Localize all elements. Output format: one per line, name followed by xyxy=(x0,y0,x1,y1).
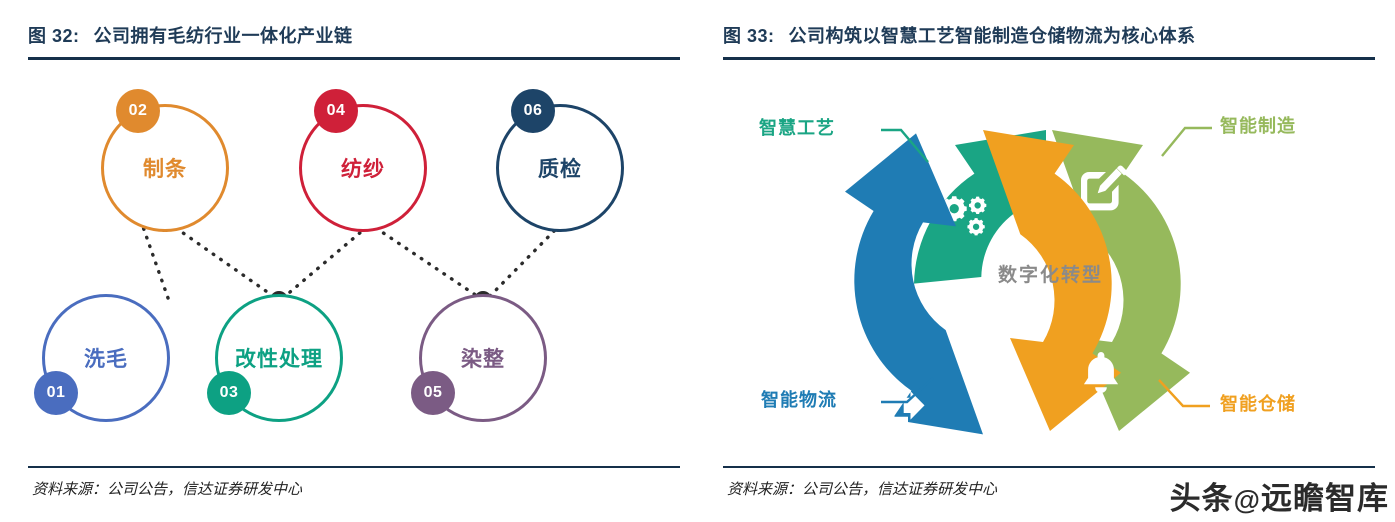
right-figure-title: 图 33: 公司构筑以智慧工艺智能制造仓储物流为核心体系 xyxy=(723,0,1375,48)
chain-ring-06-label: 质检 xyxy=(538,158,582,181)
cycle-segment-smart-warehousing[interactable] xyxy=(983,130,1121,431)
watermark-at-symbol: @ xyxy=(1233,485,1261,515)
leader-line-smart-logistics xyxy=(881,377,934,404)
chain-badge-06-number: 06 xyxy=(523,102,543,119)
connector-05-06 xyxy=(488,224,561,298)
left-figure-title: 图 32: 公司拥有毛纺行业一体化产业链 xyxy=(28,0,680,48)
cycle-label-smart-warehousing: 智能仓储 xyxy=(1220,394,1296,414)
connector-03-04 xyxy=(281,224,370,300)
chain-badge-06: 06 xyxy=(511,89,555,133)
left-source-rule xyxy=(28,466,680,468)
leader-line-smart-manufacturing xyxy=(1161,126,1212,157)
left-source-note: 资料来源：公司公告，信达证券研发中心 xyxy=(32,482,303,498)
chain-ring-02-label: 制条 xyxy=(143,158,187,181)
connector-04-05 xyxy=(374,226,482,300)
cycle-label-smart-logistics: 智能物流 xyxy=(761,390,837,410)
cycle-center-label: 数字化转型 xyxy=(998,265,1104,286)
left-figure-number: 图 32: xyxy=(28,26,80,46)
cycle-segment-smart-logistics[interactable] xyxy=(845,133,983,435)
cycle-label-smart-process: 智慧工艺 xyxy=(759,118,835,138)
cycle-label-smart-manufacturing: 智能制造 xyxy=(1220,116,1296,136)
chain-ring-05[interactable]: 染整 xyxy=(419,294,547,422)
leader-line-smart-process xyxy=(881,128,929,163)
chain-ring-01-label: 洗毛 xyxy=(84,348,128,371)
chain-ring-03-label: 改性处理 xyxy=(235,348,323,371)
bell-icon xyxy=(1083,352,1119,393)
right-source-rule xyxy=(723,466,1375,468)
chain-badge-03-number: 03 xyxy=(219,384,239,401)
chain-badge-01-number: 01 xyxy=(46,384,66,401)
right-figure-title-text: 公司构筑以智慧工艺智能制造仓储物流为核心体系 xyxy=(788,26,1196,46)
chain-badge-01: 01 xyxy=(34,371,78,415)
right-figure-number: 图 33: xyxy=(723,26,775,46)
chain-badge-02: 02 xyxy=(116,89,160,133)
chain-badge-05-number: 05 xyxy=(423,384,443,401)
chain-badge-05: 05 xyxy=(411,371,455,415)
exit-icon xyxy=(888,388,925,423)
chain-badge-02-number: 02 xyxy=(128,102,148,119)
chain-ring-03[interactable]: 改性处理 xyxy=(215,294,343,422)
chain-ring-04[interactable]: 纺纱 xyxy=(299,104,427,232)
chain-badge-04: 04 xyxy=(314,89,358,133)
left-chain-diagram: .dotln { stroke:#2b2b2b; stroke-width:3.… xyxy=(28,76,680,456)
connector-01-02 xyxy=(140,222,170,300)
watermark-prefix: 头条 xyxy=(1169,481,1234,516)
chain-badge-04-number: 04 xyxy=(326,102,346,119)
gears-icon xyxy=(941,196,987,236)
right-figure-panel: 图 33: 公司构筑以智慧工艺智能制造仓储物流为核心体系 xyxy=(723,0,1375,522)
left-title-rule xyxy=(28,57,680,60)
right-cycle-diagram: 智慧工艺 智能制造 智能仓储 智能物流 数字化转型 xyxy=(723,70,1375,462)
right-title-rule xyxy=(723,57,1375,60)
chain-ring-05-label: 染整 xyxy=(461,348,505,371)
left-figure-panel: 图 32: 公司拥有毛纺行业一体化产业链 .dotln { stroke:#2b2… xyxy=(28,0,680,522)
cycle-svg xyxy=(845,126,1212,435)
watermark-name: 远瞻智库 xyxy=(1261,481,1389,516)
chain-badge-03: 03 xyxy=(207,371,251,415)
right-source-note: 资料来源：公司公告，信达证券研发中心 xyxy=(727,482,998,498)
left-figure-title-text: 公司拥有毛纺行业一体化产业链 xyxy=(93,26,353,46)
chain-ring-04-label: 纺纱 xyxy=(341,158,385,181)
leader-line-smart-warehousing xyxy=(1158,379,1210,408)
watermark: 头条@远瞻智库 xyxy=(1170,473,1389,518)
connector-02-03 xyxy=(174,226,275,298)
